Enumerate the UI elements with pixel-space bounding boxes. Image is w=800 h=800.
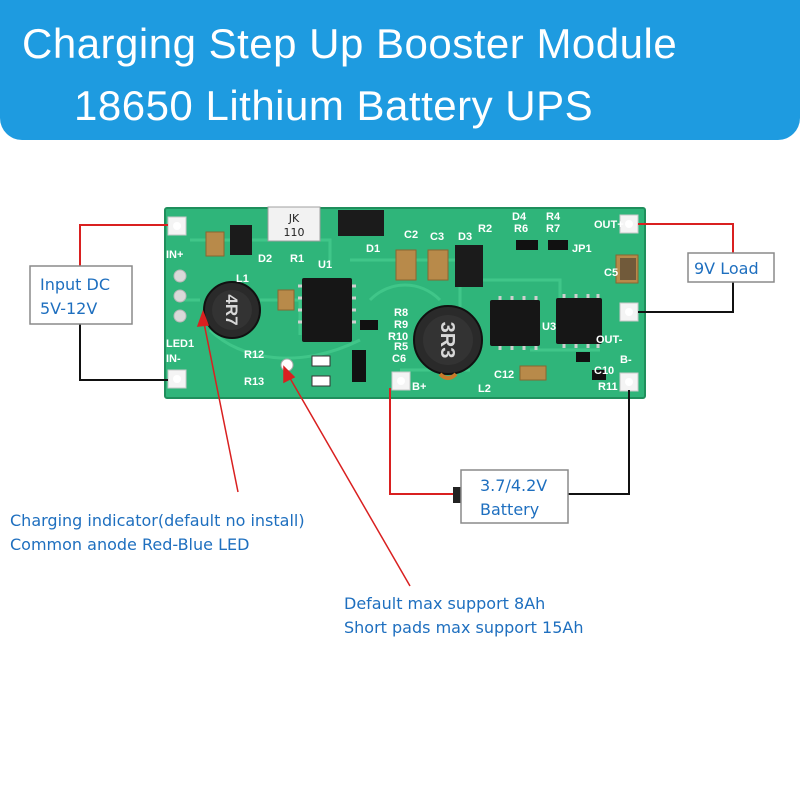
silk-r5: R5 (394, 341, 408, 353)
inductor-l1-mark: 4R7 (222, 294, 241, 325)
silk-r6: R6 (514, 223, 528, 235)
input-dc-label: Input DC 5V-12V (29, 265, 133, 325)
silk-r4: R4 (546, 211, 561, 223)
title-line-1: Charging Step Up Booster Module (22, 20, 678, 67)
silk-c5: C5 (604, 267, 618, 279)
silk-in-plus: IN+ (166, 249, 183, 261)
silk-out-minus: OUT- (596, 334, 623, 346)
silk-d1: D1 (366, 243, 380, 255)
silk-out-plus: OUT+ (594, 219, 624, 231)
led-hole-2 (173, 289, 187, 303)
silk-r11: R11 (598, 381, 618, 393)
silk-c3: C3 (430, 231, 444, 243)
title-banner: Charging Step Up Booster Module 18650 Li… (0, 0, 800, 140)
silk-u3: U3 (542, 321, 556, 333)
inductor-l2: 3R3 (413, 305, 483, 380)
battery-text: Battery (480, 500, 539, 519)
battery-voltage-text: 3.7/4.2V (480, 476, 547, 495)
load-text: 9V Load (694, 259, 759, 278)
silk-r13: R13 (244, 376, 264, 388)
pcb-board: JK 110 (164, 206, 646, 399)
silk-l1: L1 (236, 273, 249, 285)
indicator-annotation: Charging indicator(default no install) C… (10, 511, 305, 554)
battery-positive-wire (389, 388, 456, 495)
ic-u1 (302, 278, 352, 342)
load-label: 9V Load (687, 252, 775, 283)
silk-c10: C10 (594, 365, 614, 377)
silk-r2: R2 (478, 223, 492, 235)
load-negative-wire (638, 282, 734, 313)
input-dc-text: Input DC (40, 275, 110, 294)
fuse-component: JK 110 (267, 206, 321, 242)
silk-jp1: JP1 (572, 243, 592, 255)
silk-c12: C12 (494, 369, 514, 381)
diode-d2 (230, 225, 252, 255)
indicator-text-2: Common anode Red-Blue LED (10, 535, 249, 554)
pads-annotation: Default max support 8Ah Short pads max s… (344, 594, 583, 637)
silk-r8: R8 (394, 307, 408, 319)
capacitor-2 (395, 249, 417, 281)
capacitor-1 (205, 231, 225, 257)
battery-label: 3.7/4.2V Battery (453, 469, 569, 524)
silk-r10: R10 (388, 331, 408, 343)
inductor-l1: 4R7 (203, 281, 261, 339)
capacitor-4 (277, 289, 295, 311)
diode-d1 (338, 210, 384, 236)
ic-u3 (556, 298, 602, 344)
pads-text-2: Short pads max support 15Ah (344, 618, 583, 637)
silk-b-plus: B+ (412, 381, 426, 393)
fuse-mark-num: 110 (284, 226, 305, 239)
silk-c2: C2 (404, 229, 418, 241)
silk-r9: R9 (394, 319, 408, 331)
resistor-r4 (352, 350, 366, 382)
diode-d3 (455, 245, 483, 287)
silk-r12: R12 (244, 349, 264, 361)
resistor-r12-pad (311, 355, 331, 367)
fuse-mark-jk: JK (288, 212, 300, 225)
pads-arrow (283, 365, 411, 587)
silk-d4: D4 (512, 211, 527, 223)
input-negative-wire (79, 322, 168, 381)
silk-u1: U1 (318, 259, 332, 271)
silk-r7: R7 (546, 223, 560, 235)
resistor-r13-pad (311, 375, 331, 387)
ic-u2 (490, 300, 540, 346)
indicator-arrow (196, 309, 239, 493)
title-line-2: 18650 Lithium Battery UPS (74, 82, 594, 129)
battery-negative-wire (568, 390, 630, 495)
silk-r1: R1 (290, 253, 304, 265)
capacitor-c12 (519, 365, 547, 381)
silk-c6: C6 (392, 353, 406, 365)
inductor-l2-mark: 3R3 (436, 322, 458, 359)
pads-text-1: Default max support 8Ah (344, 594, 545, 613)
led-hole-1 (173, 269, 187, 283)
silk-led1: LED1 (166, 338, 194, 350)
silk-in-minus: IN- (166, 353, 181, 365)
indicator-text-1: Charging indicator(default no install) (10, 511, 305, 530)
silk-l2: L2 (478, 383, 491, 395)
input-voltage-text: 5V-12V (40, 299, 97, 318)
led-hole-3 (173, 309, 187, 323)
silk-d3: D3 (458, 231, 472, 243)
load-positive-wire (638, 223, 734, 253)
silk-d2: D2 (258, 253, 272, 265)
capacitor-3 (427, 249, 449, 281)
silk-b-minus: B- (620, 354, 632, 366)
